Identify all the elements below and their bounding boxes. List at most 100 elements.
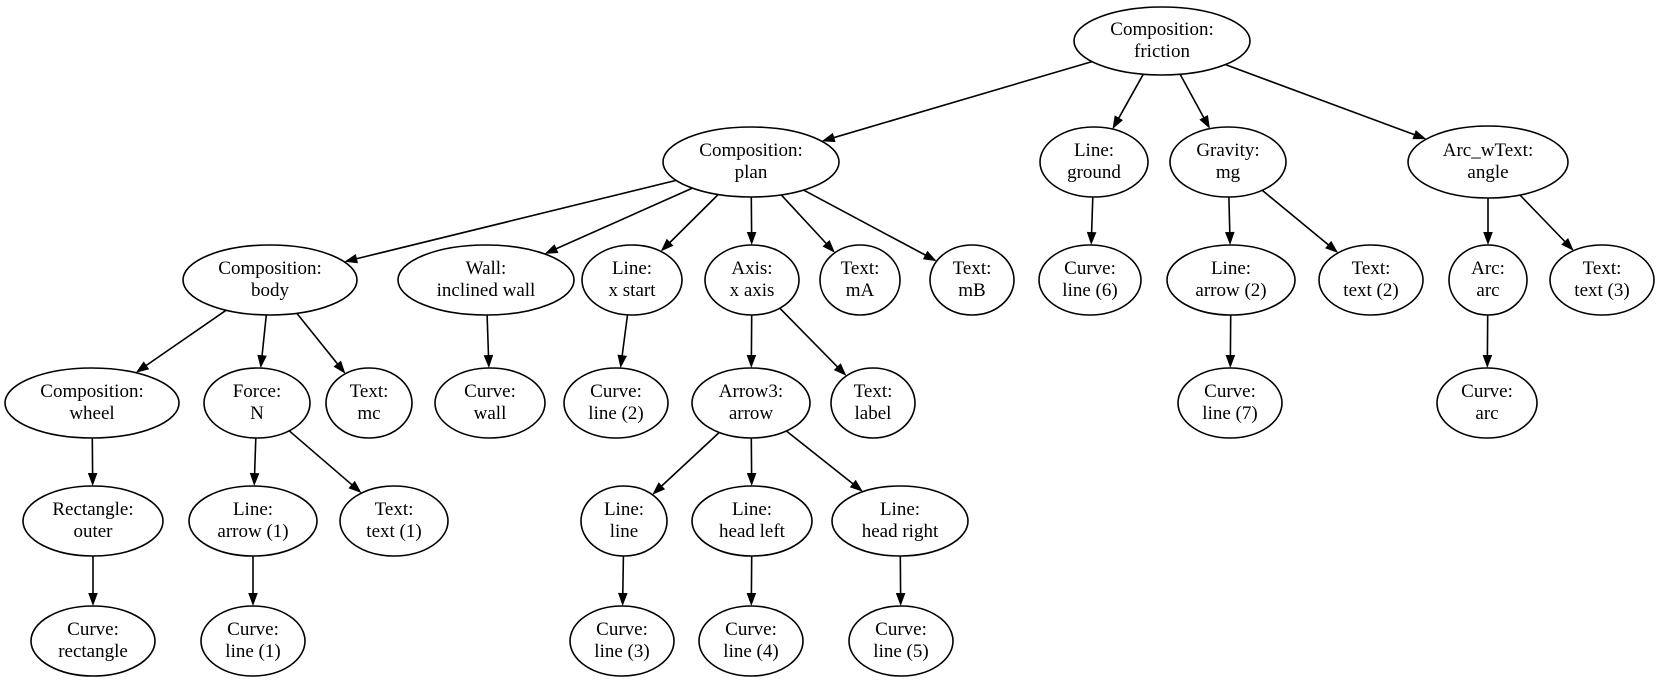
node-type-label: Curve: (227, 619, 279, 640)
edge-line (780, 308, 838, 367)
node-type-label: Curve: (1064, 258, 1116, 279)
edge-line (262, 315, 266, 356)
arrowhead-icon (747, 473, 757, 486)
arrowhead-icon (136, 361, 149, 372)
edge-arc-arccurve (1483, 315, 1493, 368)
node-type-label: Curve: (1461, 381, 1513, 402)
edge-mg-text2 (1262, 190, 1338, 253)
edge-line (1262, 190, 1329, 245)
tree-node-arrow3: Arrow3:arrow (692, 368, 810, 438)
edge-line (297, 313, 338, 364)
node-type-label: Gravity: (1196, 140, 1259, 161)
node-type-label: Line: (732, 499, 772, 520)
arrowhead-icon (1483, 232, 1493, 245)
tree-node-xstart: Line:x start (582, 245, 682, 315)
node-name-label: arrow (729, 403, 774, 424)
arrowhead-icon (1483, 355, 1493, 368)
arrowhead-icon (1225, 232, 1235, 245)
tree-node-label: Text:label (831, 368, 915, 438)
edge-xaxis-arrow3 (747, 315, 757, 368)
tree-node-line6: Curve:line (6) (1039, 245, 1141, 315)
arrowhead-icon (88, 473, 98, 486)
node-type-label: Text: (375, 499, 414, 520)
tree-node-wallcurve: Curve:wall (435, 368, 545, 438)
node-name-label: arc (1475, 403, 1498, 424)
node-name-label: body (251, 280, 290, 301)
node-name-label: line (2) (588, 403, 643, 424)
edge-friction-mg (1180, 74, 1210, 129)
node-name-label: rectangle (58, 641, 128, 662)
node-name-label: line (7) (1202, 403, 1257, 424)
node-name-label: line (3) (594, 641, 649, 662)
node-name-label: line (5) (873, 641, 928, 662)
edge-line (255, 438, 256, 474)
edge-line (1092, 197, 1093, 233)
edge-arrow3-linenode (652, 433, 719, 495)
edge-ground-line6 (1087, 197, 1097, 245)
arrowhead-icon (1199, 115, 1210, 129)
tree-node-line4c: Curve:line (4) (699, 606, 803, 676)
edge-line (1226, 65, 1416, 135)
tree-node-arrow1: Line:arrow (1) (189, 486, 317, 556)
node-type-label: Composition: (699, 140, 802, 161)
edge-line (786, 431, 853, 484)
tree-node-text2: Text:text (2) (1319, 245, 1423, 315)
tree-node-line7: Curve:line (7) (1178, 368, 1282, 438)
node-name-label: ground (1067, 162, 1121, 183)
node-name-label: x start (609, 280, 657, 301)
node-name-label: outer (73, 521, 113, 542)
tree-node-xaxis: Axis:x axis (705, 245, 799, 315)
edge-friction-ground (1113, 74, 1144, 129)
node-type-label: Text: (841, 258, 880, 279)
tree-node-linenode: Line:line (581, 486, 667, 556)
edge-linenode-line3c (618, 556, 628, 606)
edge-outer-rectcurve (88, 556, 98, 606)
arrowhead-icon (896, 593, 906, 606)
edge-body-N (257, 315, 267, 368)
node-name-label: head right (862, 521, 939, 542)
edge-arrow1-line1c (248, 556, 258, 606)
edge-line (289, 431, 352, 485)
arrowhead-icon (618, 593, 628, 606)
node-type-label: Curve: (725, 619, 777, 640)
edge-arrow3-headleft (747, 438, 757, 486)
edge-line (623, 556, 624, 594)
tree-node-mA: Text:mA (820, 245, 900, 315)
node-type-label: Curve: (464, 381, 516, 402)
node-name-label: line (610, 521, 639, 542)
arrowhead-icon (850, 480, 863, 492)
edge-line (622, 315, 627, 356)
edge-arrow2-line7 (1226, 315, 1236, 368)
node-name-label: N (250, 403, 264, 424)
tree-node-text1: Text:text (1) (340, 486, 448, 556)
edge-N-arrow1 (250, 438, 260, 486)
node-type-label: Line: (604, 499, 644, 520)
tree-node-N: Force:N (204, 368, 310, 438)
node-name-label: text (2) (1343, 280, 1398, 301)
node-type-label: Curve: (590, 381, 642, 402)
node-name-label: label (855, 403, 892, 424)
node-type-label: Text: (1352, 258, 1391, 279)
node-name-label: text (1) (366, 521, 421, 542)
edge-xstart-line2c (618, 315, 628, 368)
arrowhead-icon (250, 473, 260, 486)
node-type-label: Text: (1583, 258, 1622, 279)
edge-body-wheel (136, 310, 226, 373)
tree-node-arc: Arc:arc (1449, 245, 1527, 315)
edge-xaxis-label (780, 308, 847, 376)
edge-line (1180, 74, 1204, 118)
edge-line (1118, 74, 1143, 119)
node-name-label: inclined wall (437, 280, 536, 301)
tree-node-line2c: Curve:line (2) (564, 368, 668, 438)
node-type-label: Composition: (40, 381, 143, 402)
arrowhead-icon (334, 361, 346, 374)
arrowhead-icon (1412, 130, 1426, 139)
node-type-label: Curve: (875, 619, 927, 640)
node-name-label: mg (1216, 162, 1241, 183)
edge-line (1520, 195, 1565, 242)
node-type-label: Arc: (1471, 258, 1505, 279)
tree-node-mB: Text:mB (930, 245, 1014, 315)
edge-line (487, 315, 488, 356)
node-name-label: text (3) (1574, 280, 1629, 301)
